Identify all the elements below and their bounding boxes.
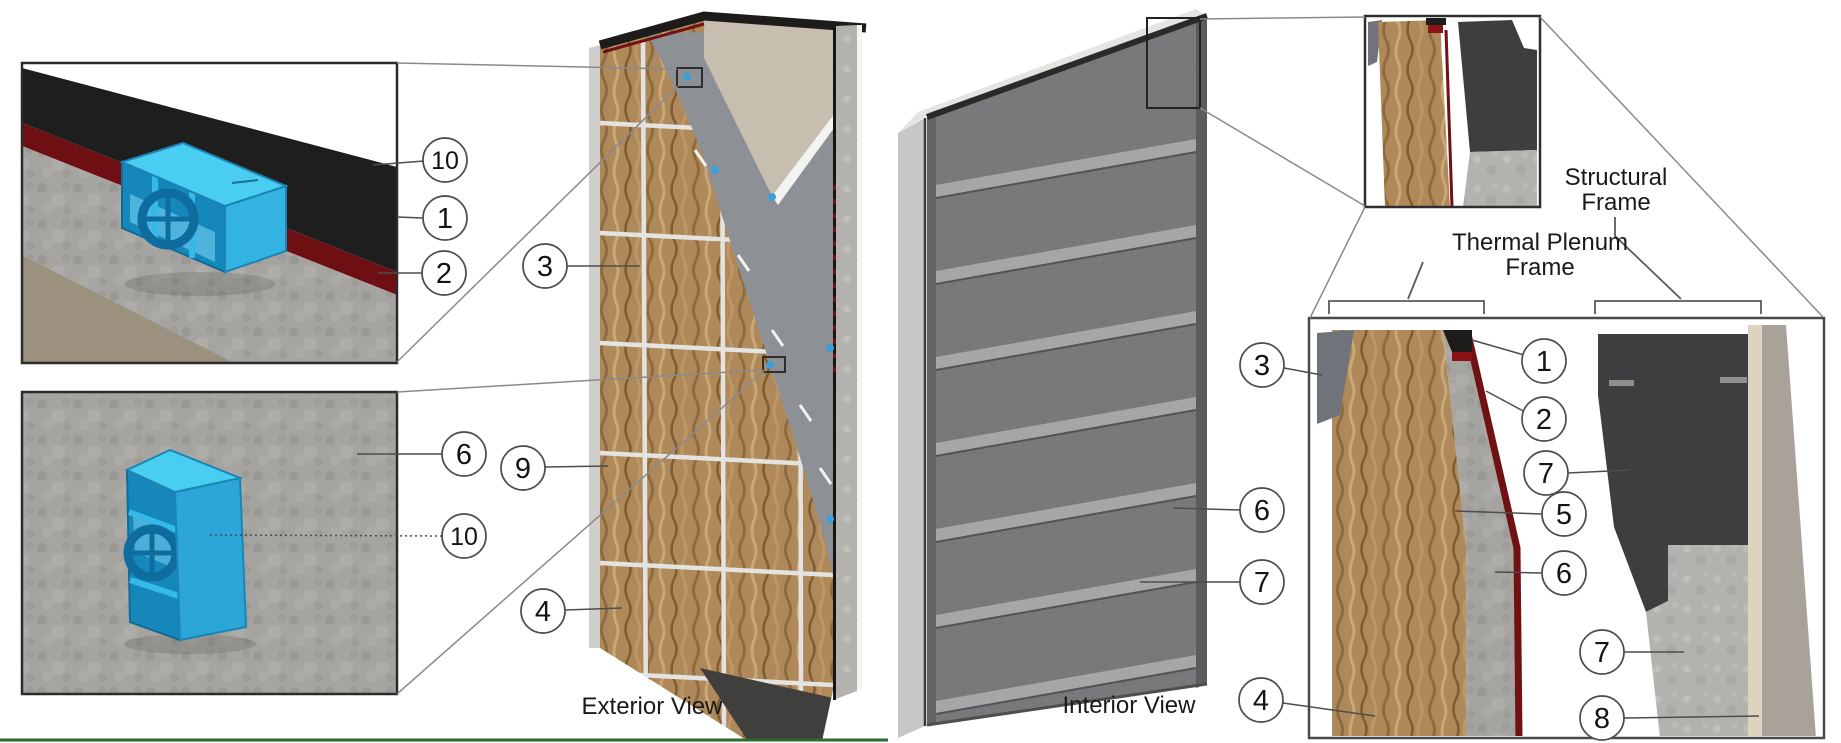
thermal-plenum-frame-label: Thermal Plenum Frame xyxy=(1451,229,1629,281)
callout-10-0: 10 xyxy=(372,137,468,183)
callout-10-4: 10 xyxy=(209,513,487,559)
callout-6-3: 6 xyxy=(357,431,487,477)
detail-marker-rect-mid xyxy=(762,356,786,373)
interior-panel-ribs xyxy=(935,139,1197,715)
detail-inset-top-left xyxy=(20,61,399,365)
callout-number: 6 xyxy=(456,439,472,471)
callout-8-18: 8 xyxy=(1579,695,1760,741)
detail-inset-top-right xyxy=(1363,14,1542,209)
callout-number: 3 xyxy=(537,251,553,283)
callout-number: 3 xyxy=(1254,350,1270,382)
detail-marker-rect-interior xyxy=(1146,17,1201,109)
callout-5-15: 5 xyxy=(1454,491,1587,537)
callout-2-13: 2 xyxy=(1485,390,1567,442)
callout-9-6: 9 xyxy=(500,445,609,491)
callout-number: 7 xyxy=(1594,637,1610,669)
frame-extent-brackets xyxy=(1328,217,1762,314)
panel-edge-piece xyxy=(1317,330,1354,424)
callout-number: 10 xyxy=(450,523,478,551)
top-air-barrier-cap xyxy=(598,11,867,50)
callout-6-16: 6 xyxy=(1494,550,1587,596)
callout-4-7: 4 xyxy=(520,588,623,634)
callout-number: 10 xyxy=(431,147,459,175)
interior-view-illustration xyxy=(898,9,1209,738)
exterior-right-concrete-edge xyxy=(836,25,857,699)
callout-number: 4 xyxy=(1253,685,1269,717)
exterior-view-illustration xyxy=(589,11,867,741)
callout-7-14: 7 xyxy=(1523,450,1631,496)
callout-1-1: 1 xyxy=(396,195,468,241)
callout-1-12: 1 xyxy=(1471,338,1567,384)
interior-view-label: Interior View xyxy=(1062,692,1196,719)
detail-marker-rect-top xyxy=(676,67,703,88)
callout-number: 6 xyxy=(1556,558,1572,590)
callout-number: 5 xyxy=(1556,499,1572,531)
callout-6-9: 6 xyxy=(1172,487,1285,533)
callout-number: 2 xyxy=(1536,404,1552,436)
detail-inset-bottom-left xyxy=(20,390,399,696)
red-membrane-strip xyxy=(1464,333,1523,736)
structural-frame-label: Structural Frame xyxy=(1564,164,1668,216)
callout-number: 7 xyxy=(1538,458,1554,490)
callout-number: 4 xyxy=(535,596,551,628)
detail-connector-lines xyxy=(396,16,1824,695)
structural-frame-channel xyxy=(1598,334,1748,612)
callout-3-8: 3 xyxy=(1239,342,1323,388)
exterior-view-label: Exterior View xyxy=(581,693,723,720)
fastener-dots xyxy=(711,166,834,523)
callout-7-10: 7 xyxy=(1140,559,1285,605)
callout-number: 1 xyxy=(437,203,453,235)
callout-number: 8 xyxy=(1594,703,1610,735)
callout-2-2: 2 xyxy=(378,250,467,296)
callout-3-5: 3 xyxy=(522,243,640,289)
thermal-spacer-component xyxy=(119,141,289,296)
callout-number: 6 xyxy=(1254,495,1270,527)
callout-number: 2 xyxy=(436,258,452,290)
interior-panel-face xyxy=(927,16,1207,725)
callout-4-11: 4 xyxy=(1238,677,1376,723)
thermal-spacer-component-vertical xyxy=(123,448,256,654)
callout-number: 9 xyxy=(515,453,531,485)
callout-number: 1 xyxy=(1536,346,1552,378)
callout-number: 7 xyxy=(1254,567,1270,599)
callout-7-17: 7 xyxy=(1579,629,1684,675)
mineral-wool-column xyxy=(1332,330,1466,736)
cream-layer-strip xyxy=(1748,325,1762,736)
